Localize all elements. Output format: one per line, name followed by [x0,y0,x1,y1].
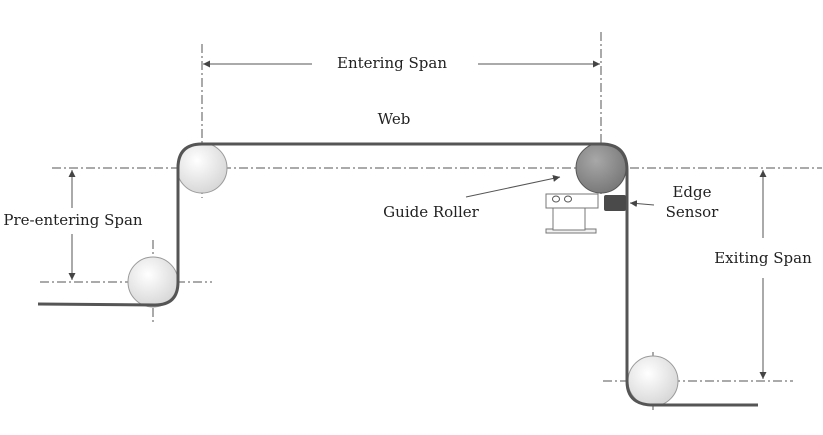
guide-mount-hole-left [552,195,560,203]
web-path [37,142,758,407]
dimension-lines [68,60,767,379]
exiting-span-label: Exiting Span [714,249,812,267]
web-label: Web [378,110,411,128]
edge-sensor-leader [629,200,655,208]
guide-roller-leader [465,175,561,198]
entering-span-label: Entering Span [337,54,447,72]
guide-mount-column [552,205,586,231]
pre-entering-span-label: Pre-entering Span [3,211,142,229]
edge-sensor-label-line1: Edge [672,183,711,201]
guide-mount-hole-right [564,195,572,203]
edge-sensor [604,195,626,211]
exit-roller [627,355,679,407]
edge-sensor-label-line2: Sensor [666,203,720,221]
guide-mount [545,193,599,234]
guide-roller-label: Guide Roller [383,203,479,221]
centerlines [40,32,822,410]
